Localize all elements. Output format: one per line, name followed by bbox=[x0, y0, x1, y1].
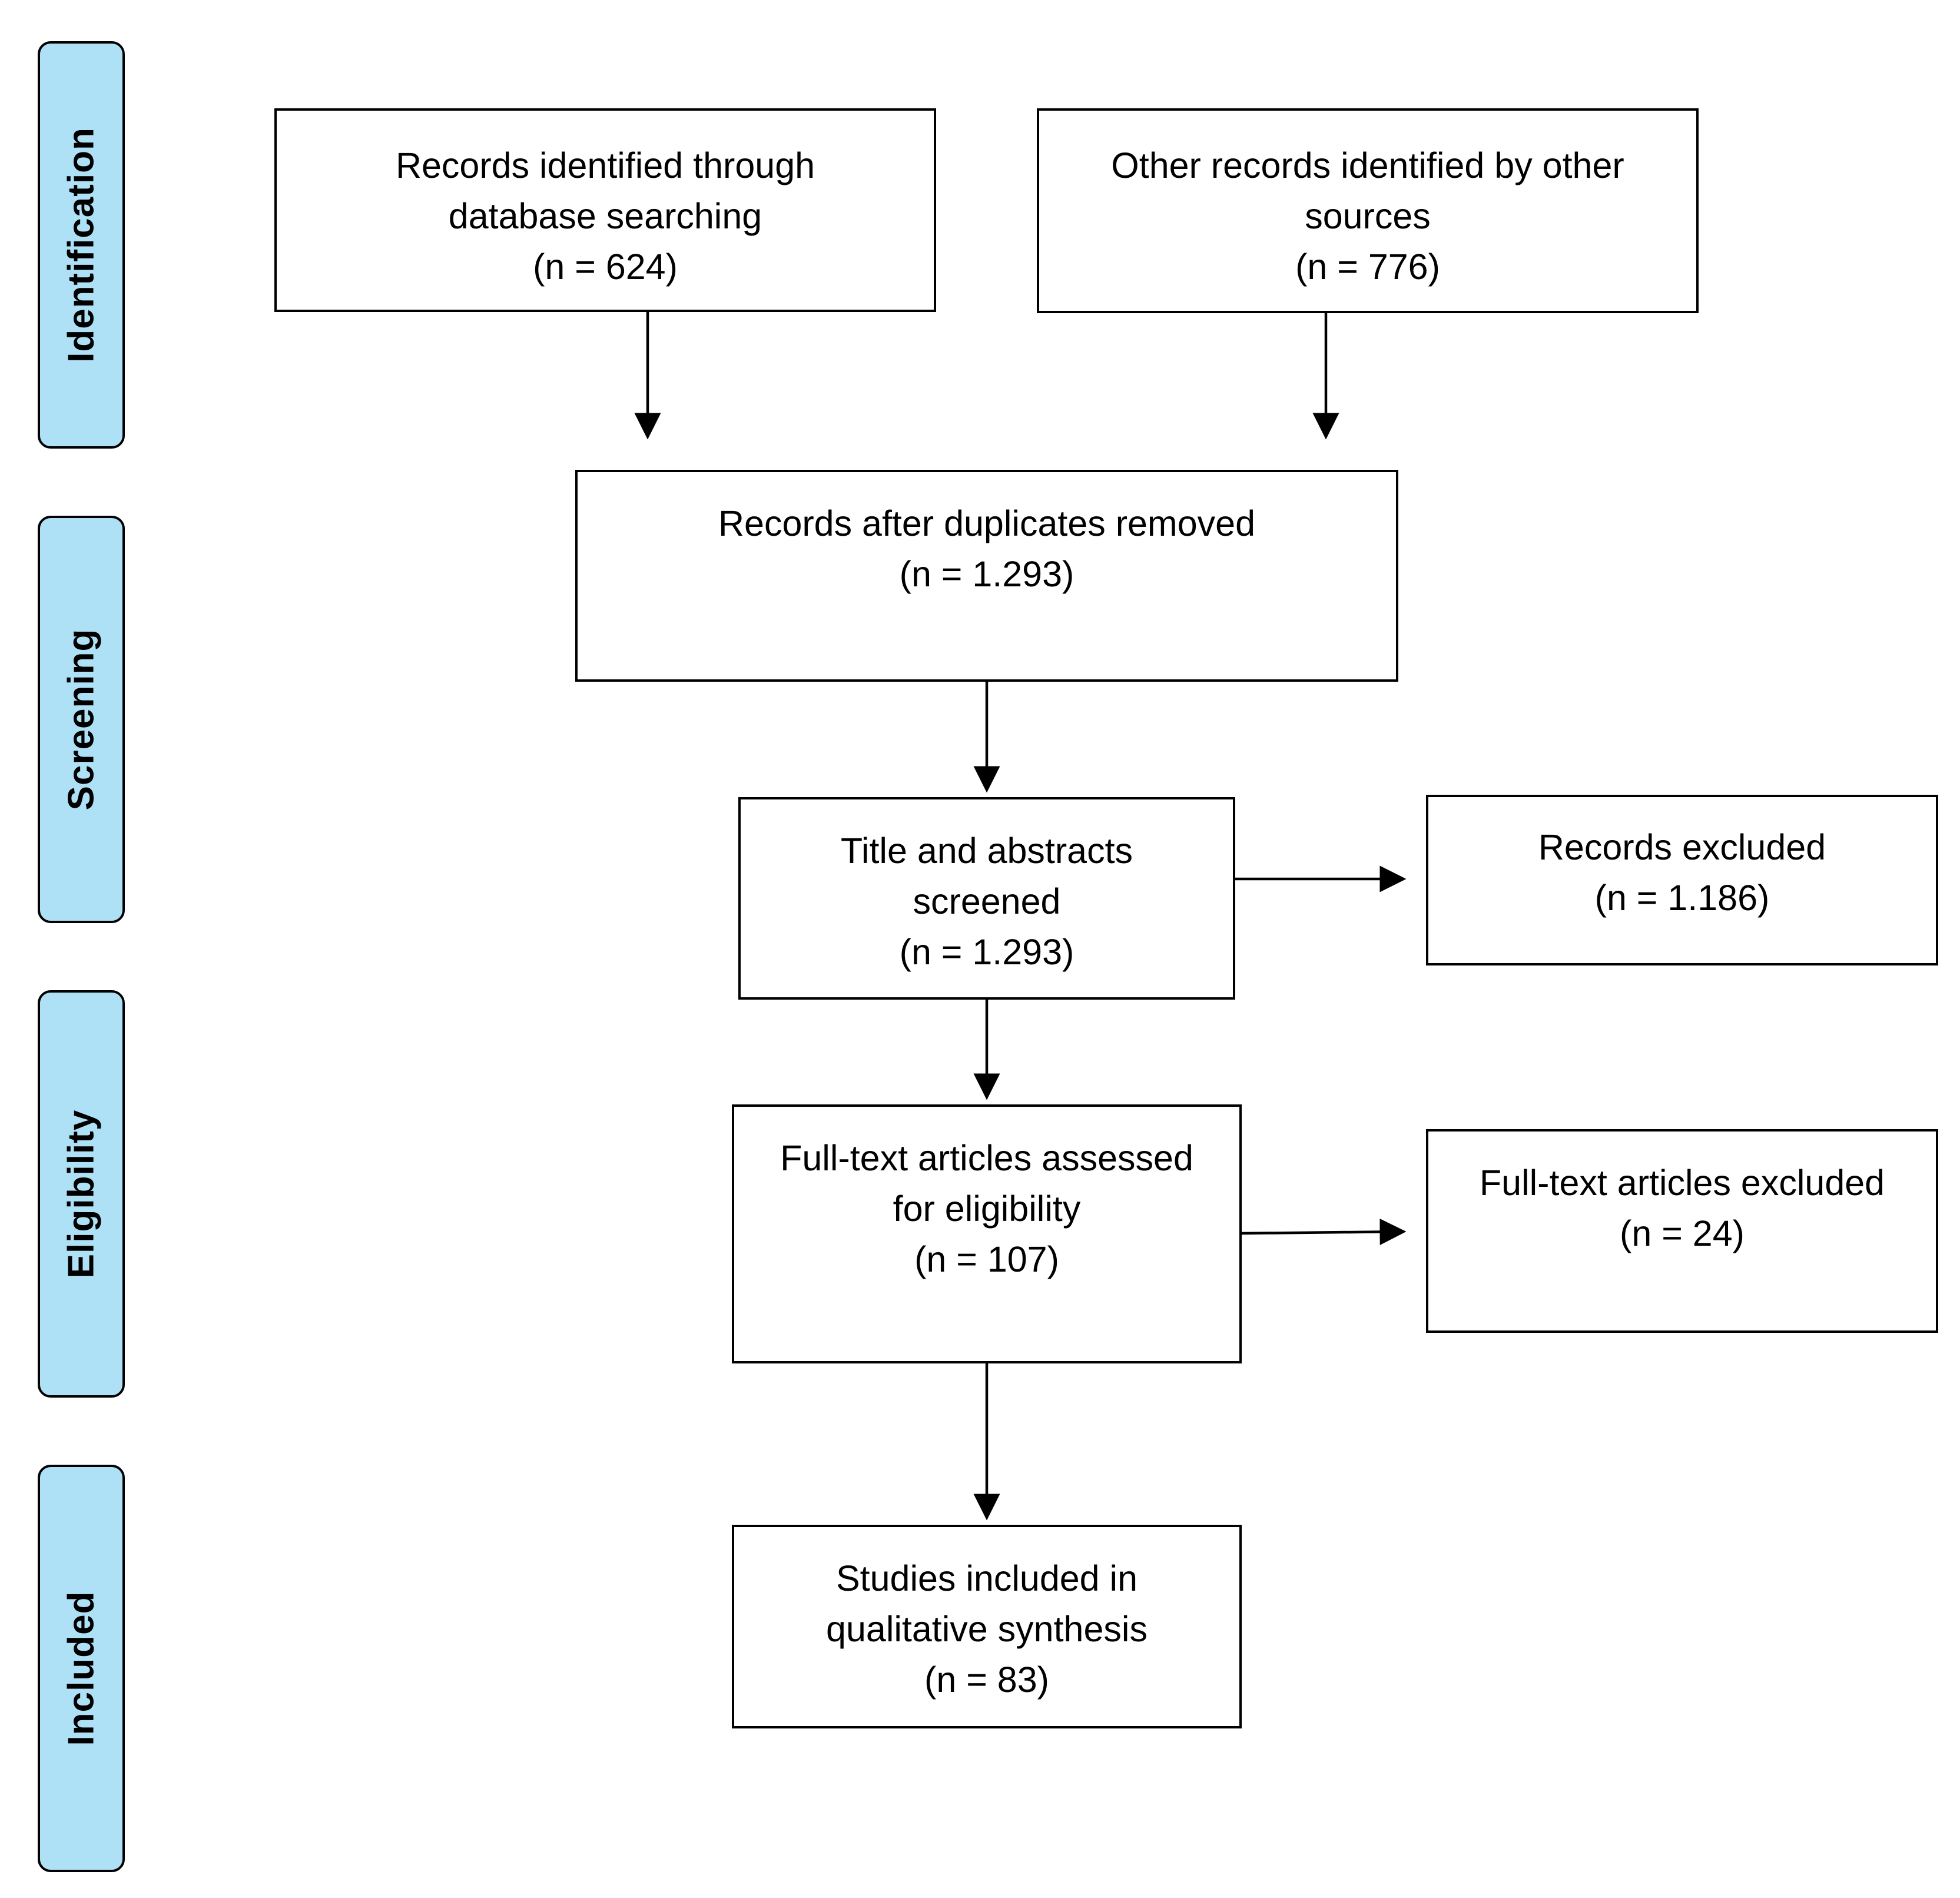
phase-screening: Screening bbox=[38, 516, 125, 923]
phase-identification-label: Identification bbox=[61, 127, 102, 363]
full-text-excluded-line1: Full-text articles excluded bbox=[1479, 1163, 1885, 1203]
full-text-assessed-box: Full-text articles assessed for eligibil… bbox=[732, 1104, 1242, 1363]
phase-eligibility: Eligibility bbox=[38, 990, 125, 1398]
arrow-fulltext-to-excluded bbox=[1241, 1218, 1407, 1245]
included-count: (n = 83) bbox=[924, 1660, 1049, 1700]
other-sources-box: Other records identified by other source… bbox=[1037, 108, 1699, 313]
duplicates-removed-line1: Records after duplicates removed bbox=[718, 503, 1256, 543]
other-sources-count: (n = 776) bbox=[1295, 247, 1440, 287]
full-text-excluded-count: (n = 24) bbox=[1620, 1213, 1745, 1253]
screened-count: (n = 1.293) bbox=[899, 932, 1074, 972]
full-text-excluded-box: Full-text articles excluded (n = 24) bbox=[1426, 1129, 1938, 1333]
full-text-assessed-count: (n = 107) bbox=[914, 1239, 1059, 1279]
records-excluded-box: Records excluded (n = 1.186) bbox=[1426, 795, 1938, 965]
records-excluded-count: (n = 1.186) bbox=[1594, 878, 1770, 918]
duplicates-removed-count: (n = 1.293) bbox=[899, 554, 1074, 594]
included-line1: Studies included in bbox=[835, 1558, 1138, 1598]
screened-box: Title and abstracts screened (n = 1.293) bbox=[738, 797, 1235, 1000]
phase-included-label: Included bbox=[61, 1591, 102, 1746]
screened-line2: screened bbox=[913, 881, 1061, 921]
other-sources-line2: sources bbox=[1305, 196, 1431, 236]
screened-line1: Title and abstracts bbox=[840, 831, 1133, 871]
phase-included: Included bbox=[38, 1465, 125, 1872]
full-text-assessed-line1: Full-text articles assessed bbox=[780, 1138, 1193, 1178]
full-text-assessed-line2: for eligibility bbox=[893, 1189, 1081, 1229]
duplicates-removed-box: Records after duplicates removed (n = 1.… bbox=[575, 470, 1398, 682]
records-excluded-line1: Records excluded bbox=[1538, 827, 1826, 867]
database-search-line2: database searching bbox=[448, 196, 762, 236]
database-search-line1: Records identified through bbox=[395, 145, 815, 185]
database-search-box: Records identified through database sear… bbox=[274, 108, 936, 312]
phase-identification: Identification bbox=[38, 41, 125, 449]
phase-screening-label: Screening bbox=[61, 628, 102, 811]
other-sources-line1: Other records identified by other bbox=[1111, 145, 1624, 185]
database-search-count: (n = 624) bbox=[533, 247, 678, 287]
phase-eligibility-label: Eligibility bbox=[61, 1109, 102, 1279]
included-box: Studies included in qualitative synthesi… bbox=[732, 1525, 1242, 1728]
included-line2: qualitative synthesis bbox=[826, 1609, 1148, 1649]
